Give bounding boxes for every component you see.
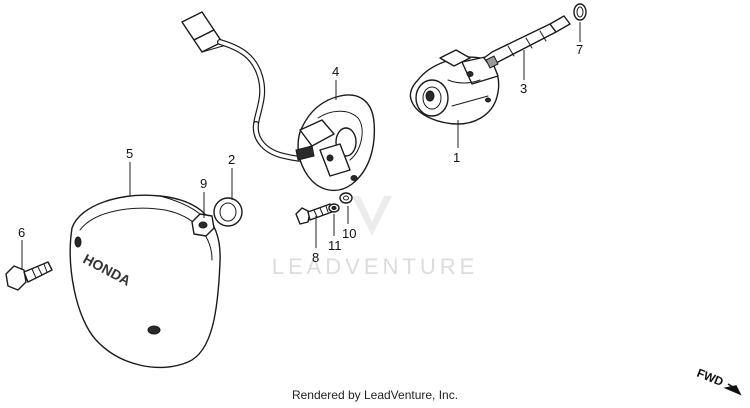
part-1-housing [409, 49, 500, 125]
fwd-label: FWD [695, 366, 726, 389]
part-3-shaft [483, 15, 571, 69]
callout-10: 10 [342, 226, 356, 241]
watermark-text: LEADVENTURE [272, 254, 479, 279]
callout-11: 11 [328, 238, 342, 253]
callout-7: 7 [576, 42, 583, 57]
part-2-collar [213, 197, 243, 227]
part-5-cover: HONDA [69, 194, 221, 369]
part-8-screw [295, 203, 333, 225]
footer-credit: Rendered by LeadVenture, Inc. [291, 388, 459, 402]
part-9-nut [191, 213, 215, 237]
part-4-pulser-plate [181, 11, 376, 192]
watermark: LEADVENTURE [272, 196, 479, 279]
callout-9: 9 [200, 176, 207, 191]
callout-6: 6 [18, 225, 25, 240]
part-7-o-ring [573, 3, 587, 21]
callout-2: 2 [228, 152, 235, 167]
watermark-logo [352, 196, 392, 236]
part-6-bolt [5, 261, 53, 291]
part-10-washer [339, 192, 353, 204]
callout-5: 5 [126, 146, 133, 161]
callout-1: 1 [453, 150, 460, 165]
callout-3: 3 [520, 81, 527, 96]
callouts: 1 2 3 4 5 6 7 8 9 10 11 [18, 42, 583, 265]
fwd-arrow-icon [723, 383, 742, 396]
callout-4: 4 [332, 64, 339, 79]
leader-lines [21, 22, 581, 270]
part-11-washer [328, 203, 340, 213]
callout-8: 8 [312, 250, 319, 265]
